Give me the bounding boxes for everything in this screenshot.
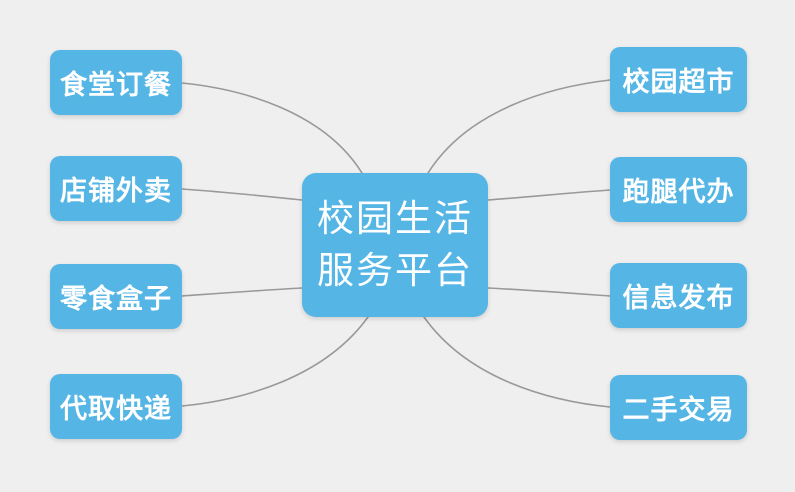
central-topic-line1: 校园生活 bbox=[317, 198, 473, 239]
central-topic-node[interactable]: 校园生活 服务平台 bbox=[302, 173, 488, 317]
branch-label: 信息发布 bbox=[622, 283, 735, 313]
branch-node-shop-takeout[interactable]: 店铺外卖 bbox=[50, 156, 182, 221]
connector-snack-box bbox=[181, 287, 303, 297]
connector-secondhand-trade bbox=[423, 316, 611, 408]
branch-node-canteen-ordering[interactable]: 食堂订餐 bbox=[50, 50, 182, 115]
central-topic-line2: 服务平台 bbox=[317, 250, 473, 291]
branch-node-package-pickup[interactable]: 代取快递 bbox=[50, 374, 182, 439]
branch-label: 校园超市 bbox=[622, 67, 735, 97]
branch-node-snack-box[interactable]: 零食盒子 bbox=[50, 264, 182, 329]
connector-package-pickup bbox=[181, 316, 369, 407]
branch-label: 代取快递 bbox=[60, 394, 172, 424]
branch-node-campus-market[interactable]: 校园超市 bbox=[610, 47, 747, 112]
connector-shop-takeout bbox=[181, 188, 303, 201]
branch-node-info-posting[interactable]: 信息发布 bbox=[610, 263, 747, 328]
connector-errand-service bbox=[487, 189, 611, 201]
branch-label: 零食盒子 bbox=[60, 284, 172, 314]
branch-node-errand-service[interactable]: 跑腿代办 bbox=[610, 157, 747, 222]
branch-label: 食堂订餐 bbox=[60, 70, 172, 100]
branch-label: 跑腿代办 bbox=[622, 177, 735, 207]
connector-campus-market bbox=[427, 79, 611, 174]
connector-canteen-ordering bbox=[181, 82, 363, 174]
branch-label: 店铺外卖 bbox=[60, 176, 172, 206]
branch-node-secondhand-trade[interactable]: 二手交易 bbox=[610, 375, 747, 440]
connector-info-posting bbox=[487, 287, 611, 297]
branch-label: 二手交易 bbox=[622, 395, 735, 425]
